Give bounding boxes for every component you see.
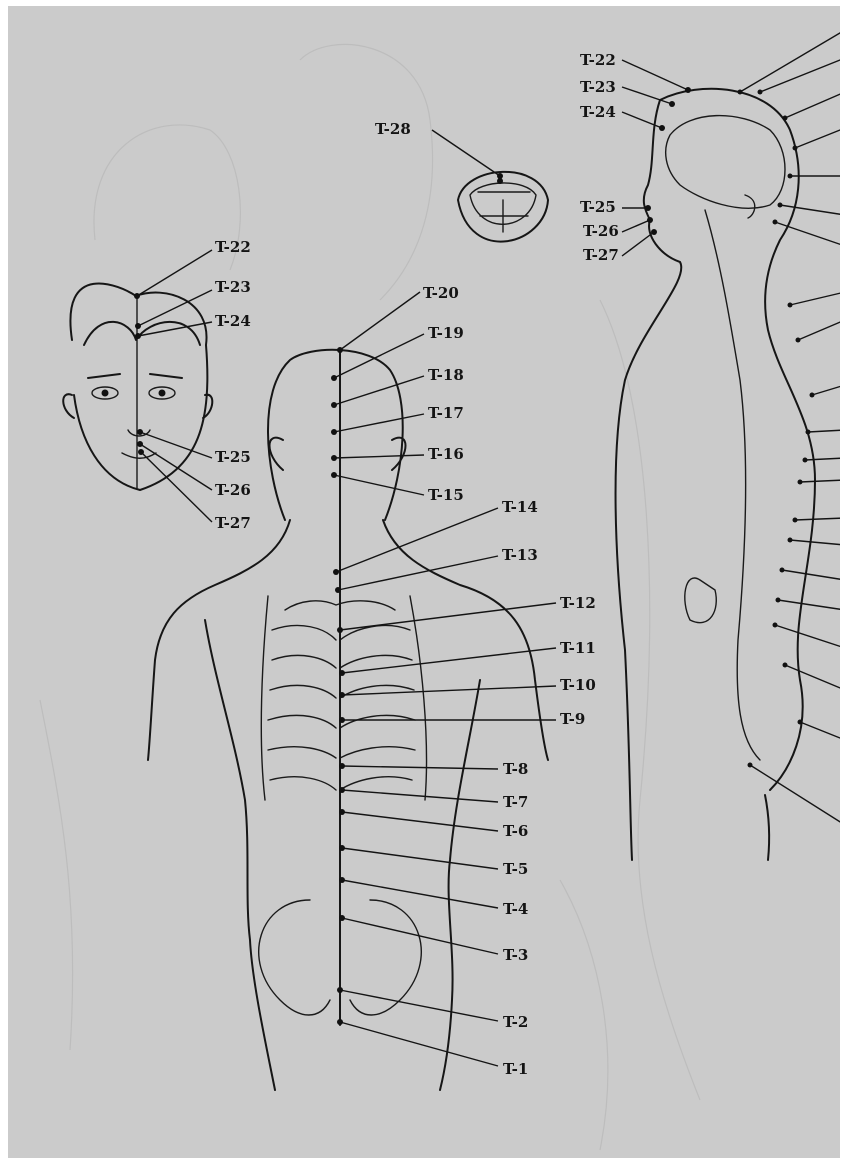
side-right-point-20 — [798, 720, 803, 725]
face-t22-point — [134, 293, 140, 299]
back-t6-point — [339, 809, 345, 815]
back-label-t8: T-8 — [503, 760, 528, 778]
back-label-t10: T-10 — [560, 676, 596, 694]
back-t13-point — [335, 587, 341, 593]
side-right-point-19 — [783, 663, 788, 668]
back-label-t5: T-5 — [503, 860, 528, 878]
side-right-point-18 — [773, 623, 778, 628]
back-label-t14: T-14 — [502, 498, 538, 516]
side-right-point-4 — [793, 146, 798, 151]
side-right-point-5 — [788, 174, 793, 179]
side-right-point-2 — [758, 90, 763, 95]
back-label-t19: T-19 — [428, 324, 464, 342]
back-t18-point — [331, 402, 337, 408]
side-t25-point — [645, 205, 651, 211]
back-label-t12: T-12 — [560, 594, 596, 612]
side-label-t23: T-23 — [580, 78, 616, 96]
back-label-t9: T-9 — [560, 710, 585, 728]
back-t19-point — [331, 375, 337, 381]
side-label-t25: T-25 — [580, 198, 616, 216]
face-t24-point — [135, 333, 141, 339]
back-label-t18: T-18 — [428, 366, 464, 384]
side-right-point-13 — [798, 480, 803, 485]
back-t16-point — [331, 455, 337, 461]
side-right-point-17 — [776, 598, 781, 603]
back-t3-point — [339, 915, 345, 921]
back-t5-point — [339, 845, 345, 851]
face-label-t26: T-26 — [215, 481, 251, 499]
side-label-t26: T-26 — [583, 222, 619, 240]
side-right-point-14 — [793, 518, 798, 523]
back-t15-point — [331, 472, 337, 478]
side-right-point-7 — [773, 220, 778, 225]
back-label-t3: T-3 — [503, 946, 528, 964]
mouth-t28-point — [497, 173, 503, 179]
back-label-t2: T-2 — [503, 1013, 528, 1031]
side-right-point-8 — [788, 303, 793, 308]
side-label-t22: T-22 — [580, 51, 616, 69]
side-t22-point — [685, 87, 691, 93]
face-t25-point — [137, 429, 143, 435]
side-right-point-15 — [788, 538, 793, 543]
back-label-t15: T-15 — [428, 486, 464, 504]
mouth-label-t28: T-28 — [375, 120, 411, 138]
back-t12-point — [337, 627, 343, 633]
back-t7-point — [339, 787, 345, 793]
side-right-point-6 — [778, 203, 783, 208]
face-label-t23: T-23 — [215, 278, 251, 296]
back-label-t4: T-4 — [503, 900, 528, 918]
back-label-t16: T-16 — [428, 445, 464, 463]
back-t10-point — [339, 692, 345, 698]
back-t4-point — [339, 877, 345, 883]
back-t11-point — [339, 670, 345, 676]
paper-background — [8, 6, 840, 1158]
back-t1-point — [337, 1019, 343, 1025]
back-label-t6: T-6 — [503, 822, 528, 840]
back-label-t1: T-1 — [503, 1060, 528, 1078]
side-right-point-11 — [806, 430, 811, 435]
back-label-t7: T-7 — [503, 793, 528, 811]
back-t14-point — [333, 569, 339, 575]
back-label-t17: T-17 — [428, 404, 464, 422]
face-label-t22: T-22 — [215, 238, 251, 256]
back-t17-point — [331, 429, 337, 435]
side-right-point-3 — [783, 116, 788, 121]
face-t26-point — [137, 441, 143, 447]
side-right-point-12 — [803, 458, 808, 463]
back-t2-point — [337, 987, 343, 993]
side-right-point-10 — [810, 393, 815, 398]
side-label-t24: T-24 — [580, 103, 616, 121]
back-t8-point — [339, 763, 345, 769]
back-t20-point — [337, 347, 343, 353]
face-right-pupil — [159, 390, 166, 397]
face-label-t25: T-25 — [215, 448, 251, 466]
back-label-t20: T-20 — [423, 284, 459, 302]
back-t9-point — [339, 717, 345, 723]
side-label-t27: T-27 — [583, 246, 619, 264]
face-t23-point — [135, 323, 141, 329]
back-label-t13: T-13 — [502, 546, 538, 564]
side-t27-point — [651, 229, 657, 235]
face-t27-point — [138, 449, 144, 455]
side-right-point-16 — [780, 568, 785, 573]
back-label-t11: T-11 — [560, 639, 596, 657]
side-t24-point — [659, 125, 665, 131]
side-right-point-21 — [748, 763, 753, 768]
face-label-t27: T-27 — [215, 514, 251, 532]
side-right-point-1 — [738, 90, 743, 95]
side-right-point-9 — [796, 338, 801, 343]
face-label-t24: T-24 — [215, 312, 251, 330]
side-t23-point — [669, 101, 675, 107]
face-left-pupil — [102, 390, 109, 397]
side-t26-point — [647, 217, 653, 223]
